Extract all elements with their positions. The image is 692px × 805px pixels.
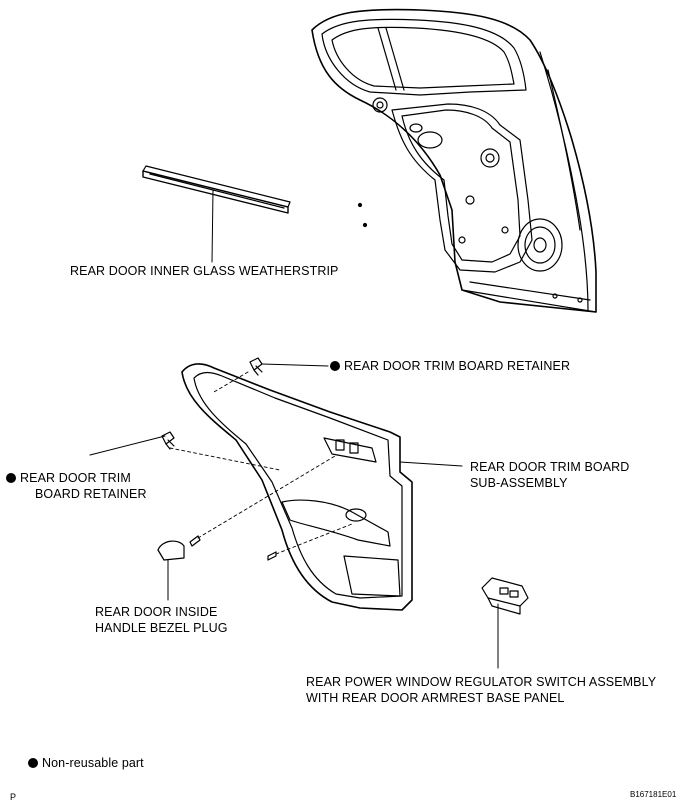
window-switch-illustration (481, 577, 529, 669)
non-reusable-dot-icon (6, 473, 16, 483)
label-window-regulator-switch: REAR POWER WINDOW REGULATOR SWITCH ASSEM… (306, 675, 657, 705)
non-reusable-dot-icon (330, 361, 340, 371)
trim-board-illustration (181, 363, 463, 611)
rear-door-panel-illustration (311, 8, 597, 313)
label-inner-glass-weatherstrip: REAR DOOR INNER GLASS WEATHERSTRIP (70, 264, 339, 278)
retainer-top-illustration (213, 357, 329, 393)
legend-non-reusable: Non-reusable part (28, 755, 144, 771)
label-inside-handle-bezel-plug: REAR DOOR INSIDE HANDLE BEZEL PLUG (95, 605, 228, 635)
non-reusable-dot-icon (28, 758, 38, 768)
screw-bezel-illustration (189, 455, 336, 547)
screw-armrest-illustration (267, 523, 353, 561)
bezel-plug-illustration (157, 540, 185, 601)
label-trim-board-retainer-left: REAR DOOR TRIM BOARD RETAINER (6, 470, 147, 502)
inner-glass-weatherstrip-illustration (142, 165, 291, 263)
page-marker: P (10, 792, 17, 802)
label-trim-board-retainer-top: REAR DOOR TRIM BOARD RETAINER (330, 358, 570, 374)
label-trim-board-sub-assembly: REAR DOOR TRIM BOARD SUB-ASSEMBLY (470, 460, 630, 490)
retainer-left-illustration (89, 431, 281, 471)
figure-code: B167181E01 (630, 790, 677, 799)
